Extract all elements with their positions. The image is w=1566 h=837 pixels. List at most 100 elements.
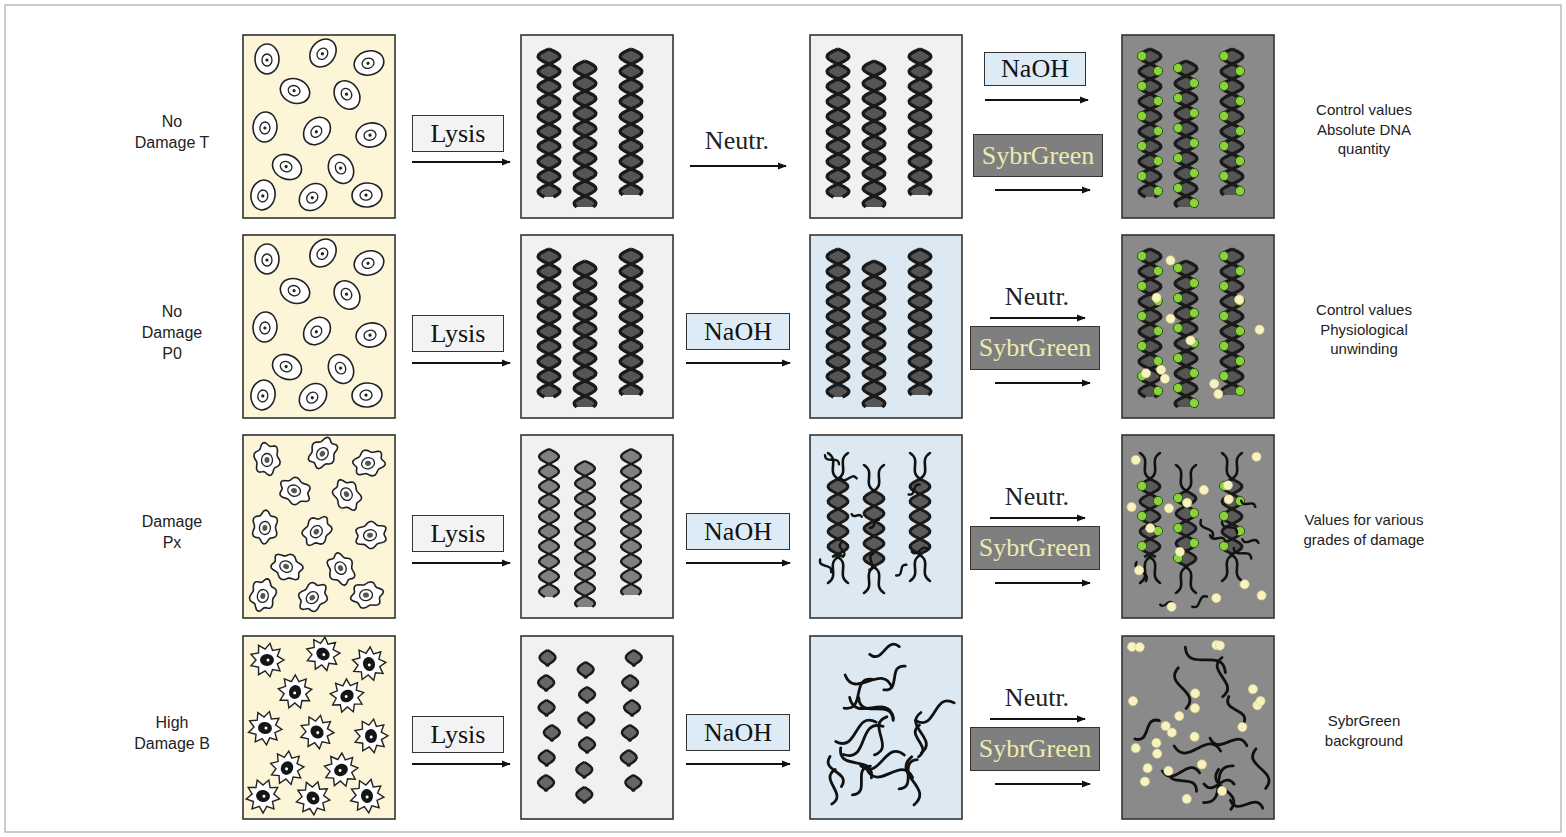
panel-content — [247, 435, 389, 617]
process-arrow — [990, 517, 1085, 519]
sybr-bound-dot — [1137, 51, 1146, 60]
lysis-box: Lysis — [412, 515, 504, 552]
sybr-bound-dot — [1153, 66, 1162, 75]
dna-strand — [1150, 453, 1160, 479]
sybr-bound-dot — [1189, 538, 1198, 547]
dna-fragment — [906, 757, 920, 805]
step-label: Neutr. — [1005, 282, 1069, 311]
step-label: SybrGreen — [979, 334, 1092, 361]
dna-strand — [863, 61, 885, 207]
step-label: NaOH — [704, 318, 772, 345]
panel-border — [243, 636, 395, 819]
dna-strand — [575, 461, 595, 607]
cell — [265, 746, 309, 790]
sybr-bound-dot — [1153, 156, 1162, 165]
nucleolus — [310, 195, 315, 200]
sybr-free-dot — [1140, 777, 1149, 786]
cell-body — [351, 47, 386, 78]
cell — [349, 778, 386, 814]
dna-helix — [863, 61, 885, 207]
sybr-bound-dot — [1137, 141, 1146, 150]
dna-fragment — [912, 548, 928, 554]
nucleolus — [262, 794, 265, 797]
cell-body — [292, 577, 333, 618]
sybr-bound-dot — [1219, 541, 1228, 550]
dna-fragment — [1210, 535, 1225, 541]
dna-strand — [1222, 453, 1232, 479]
cell — [318, 748, 363, 793]
cell-nucleus — [361, 656, 376, 673]
sybr-bound-dot — [1137, 171, 1146, 180]
sybr-bound-dot — [1189, 308, 1198, 317]
sybr-free-dot — [1223, 481, 1232, 490]
cell-nucleus — [309, 124, 324, 140]
panel-content — [249, 235, 388, 416]
cell-body — [353, 519, 390, 551]
cell-body — [275, 473, 315, 509]
sybr-free-dot — [1197, 760, 1206, 769]
dna-strand — [909, 49, 931, 195]
cell — [268, 548, 307, 586]
cell-body — [248, 710, 284, 746]
sybr-bound-dot — [1137, 541, 1146, 550]
cell-nucleus — [363, 329, 377, 341]
cell-body — [354, 120, 388, 149]
sybr-bound-dot — [1219, 171, 1228, 180]
step-label: Neutr. — [1005, 683, 1069, 712]
nucleolus — [262, 525, 268, 531]
panel-ground — [810, 636, 962, 819]
nucleolus — [369, 735, 373, 739]
cell-nucleus — [259, 122, 270, 135]
cell-body — [244, 777, 282, 816]
panel-content — [538, 49, 642, 207]
cell — [322, 549, 360, 590]
cell — [277, 274, 314, 307]
dna-helix — [578, 712, 594, 728]
dna-strand — [828, 557, 838, 583]
cell — [300, 636, 346, 678]
result-label: Control values Physiological unwinding — [1316, 301, 1412, 357]
cell — [249, 378, 278, 412]
cell-body — [351, 181, 383, 208]
nucleolus — [364, 193, 368, 197]
sybr-free-dot — [1164, 766, 1173, 775]
cell — [277, 74, 314, 107]
nucleolus — [314, 129, 319, 134]
result-label-box: Values for various grades of damage — [1289, 510, 1439, 549]
process-arrow — [412, 763, 510, 765]
dna-strand — [538, 775, 548, 791]
sybr-bound-dot — [1153, 96, 1162, 105]
panel-border — [521, 636, 673, 819]
cell-nucleus — [278, 559, 295, 575]
process-arrow — [686, 362, 790, 364]
panel — [1122, 636, 1274, 819]
dna-helix — [539, 700, 555, 716]
sybrgreen-box: SybrGreen — [973, 134, 1103, 177]
sybr-bound-dot — [1153, 266, 1162, 275]
panel-content — [249, 35, 388, 216]
cell-nucleus — [260, 654, 274, 666]
cell — [255, 244, 279, 274]
panel — [1122, 35, 1274, 218]
dna-fragment — [825, 455, 839, 464]
cell-body — [296, 510, 337, 552]
dna-strand — [920, 555, 930, 581]
sybr-free-dot — [1175, 711, 1184, 720]
step-label: SybrGreen — [979, 534, 1092, 561]
cell-nucleus — [361, 57, 375, 70]
nucleolus — [265, 58, 268, 61]
sybr-free-dot — [1235, 295, 1244, 304]
sybr-free-dot — [1240, 580, 1249, 589]
cell-nucleus — [279, 759, 296, 777]
cell-body — [304, 35, 341, 72]
cell-nucleus — [259, 521, 271, 535]
cell-nucleus — [363, 529, 378, 542]
cell — [350, 446, 387, 480]
dna-strand — [579, 687, 589, 703]
dna-strand — [863, 261, 885, 407]
dna-fragment — [884, 666, 905, 690]
nucleolus — [263, 326, 266, 329]
panel-border — [1122, 235, 1274, 418]
cell — [329, 276, 365, 314]
